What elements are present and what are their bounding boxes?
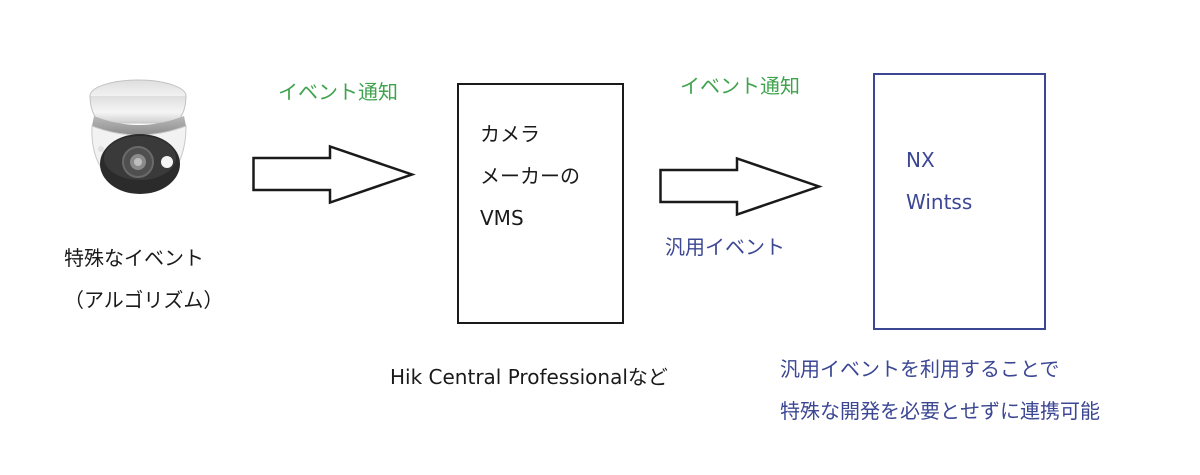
note-line-2: 特殊な開発を必要とせずに連携可能: [780, 399, 1100, 423]
arrow-right-icon: [252, 144, 416, 205]
dome-camera-icon: [89, 79, 187, 194]
vms-line-2: メーカーの: [480, 164, 580, 188]
note-line-1: 汎用イベントを利用することで: [780, 357, 1060, 381]
vms-line-1: カメラ: [480, 122, 540, 146]
generic-event-label: 汎用イベント: [665, 235, 785, 259]
vms-caption: Hik Central Professionalなど: [390, 365, 668, 389]
event-notice-label-1: イベント通知: [278, 80, 398, 104]
camera-caption-line1: 特殊なイベント: [64, 246, 204, 270]
nx-witness-box: [873, 73, 1046, 330]
arrow-right-icon-2: [659, 156, 823, 217]
vms-line-3: VMS: [480, 206, 524, 230]
nx-line-1: NX: [906, 148, 935, 172]
vms-box: [457, 83, 624, 324]
event-notice-label-2: イベント通知: [680, 74, 800, 98]
nx-line-2: Wintss: [906, 190, 973, 214]
camera-caption-line2: （アルゴリズム）: [64, 288, 224, 312]
